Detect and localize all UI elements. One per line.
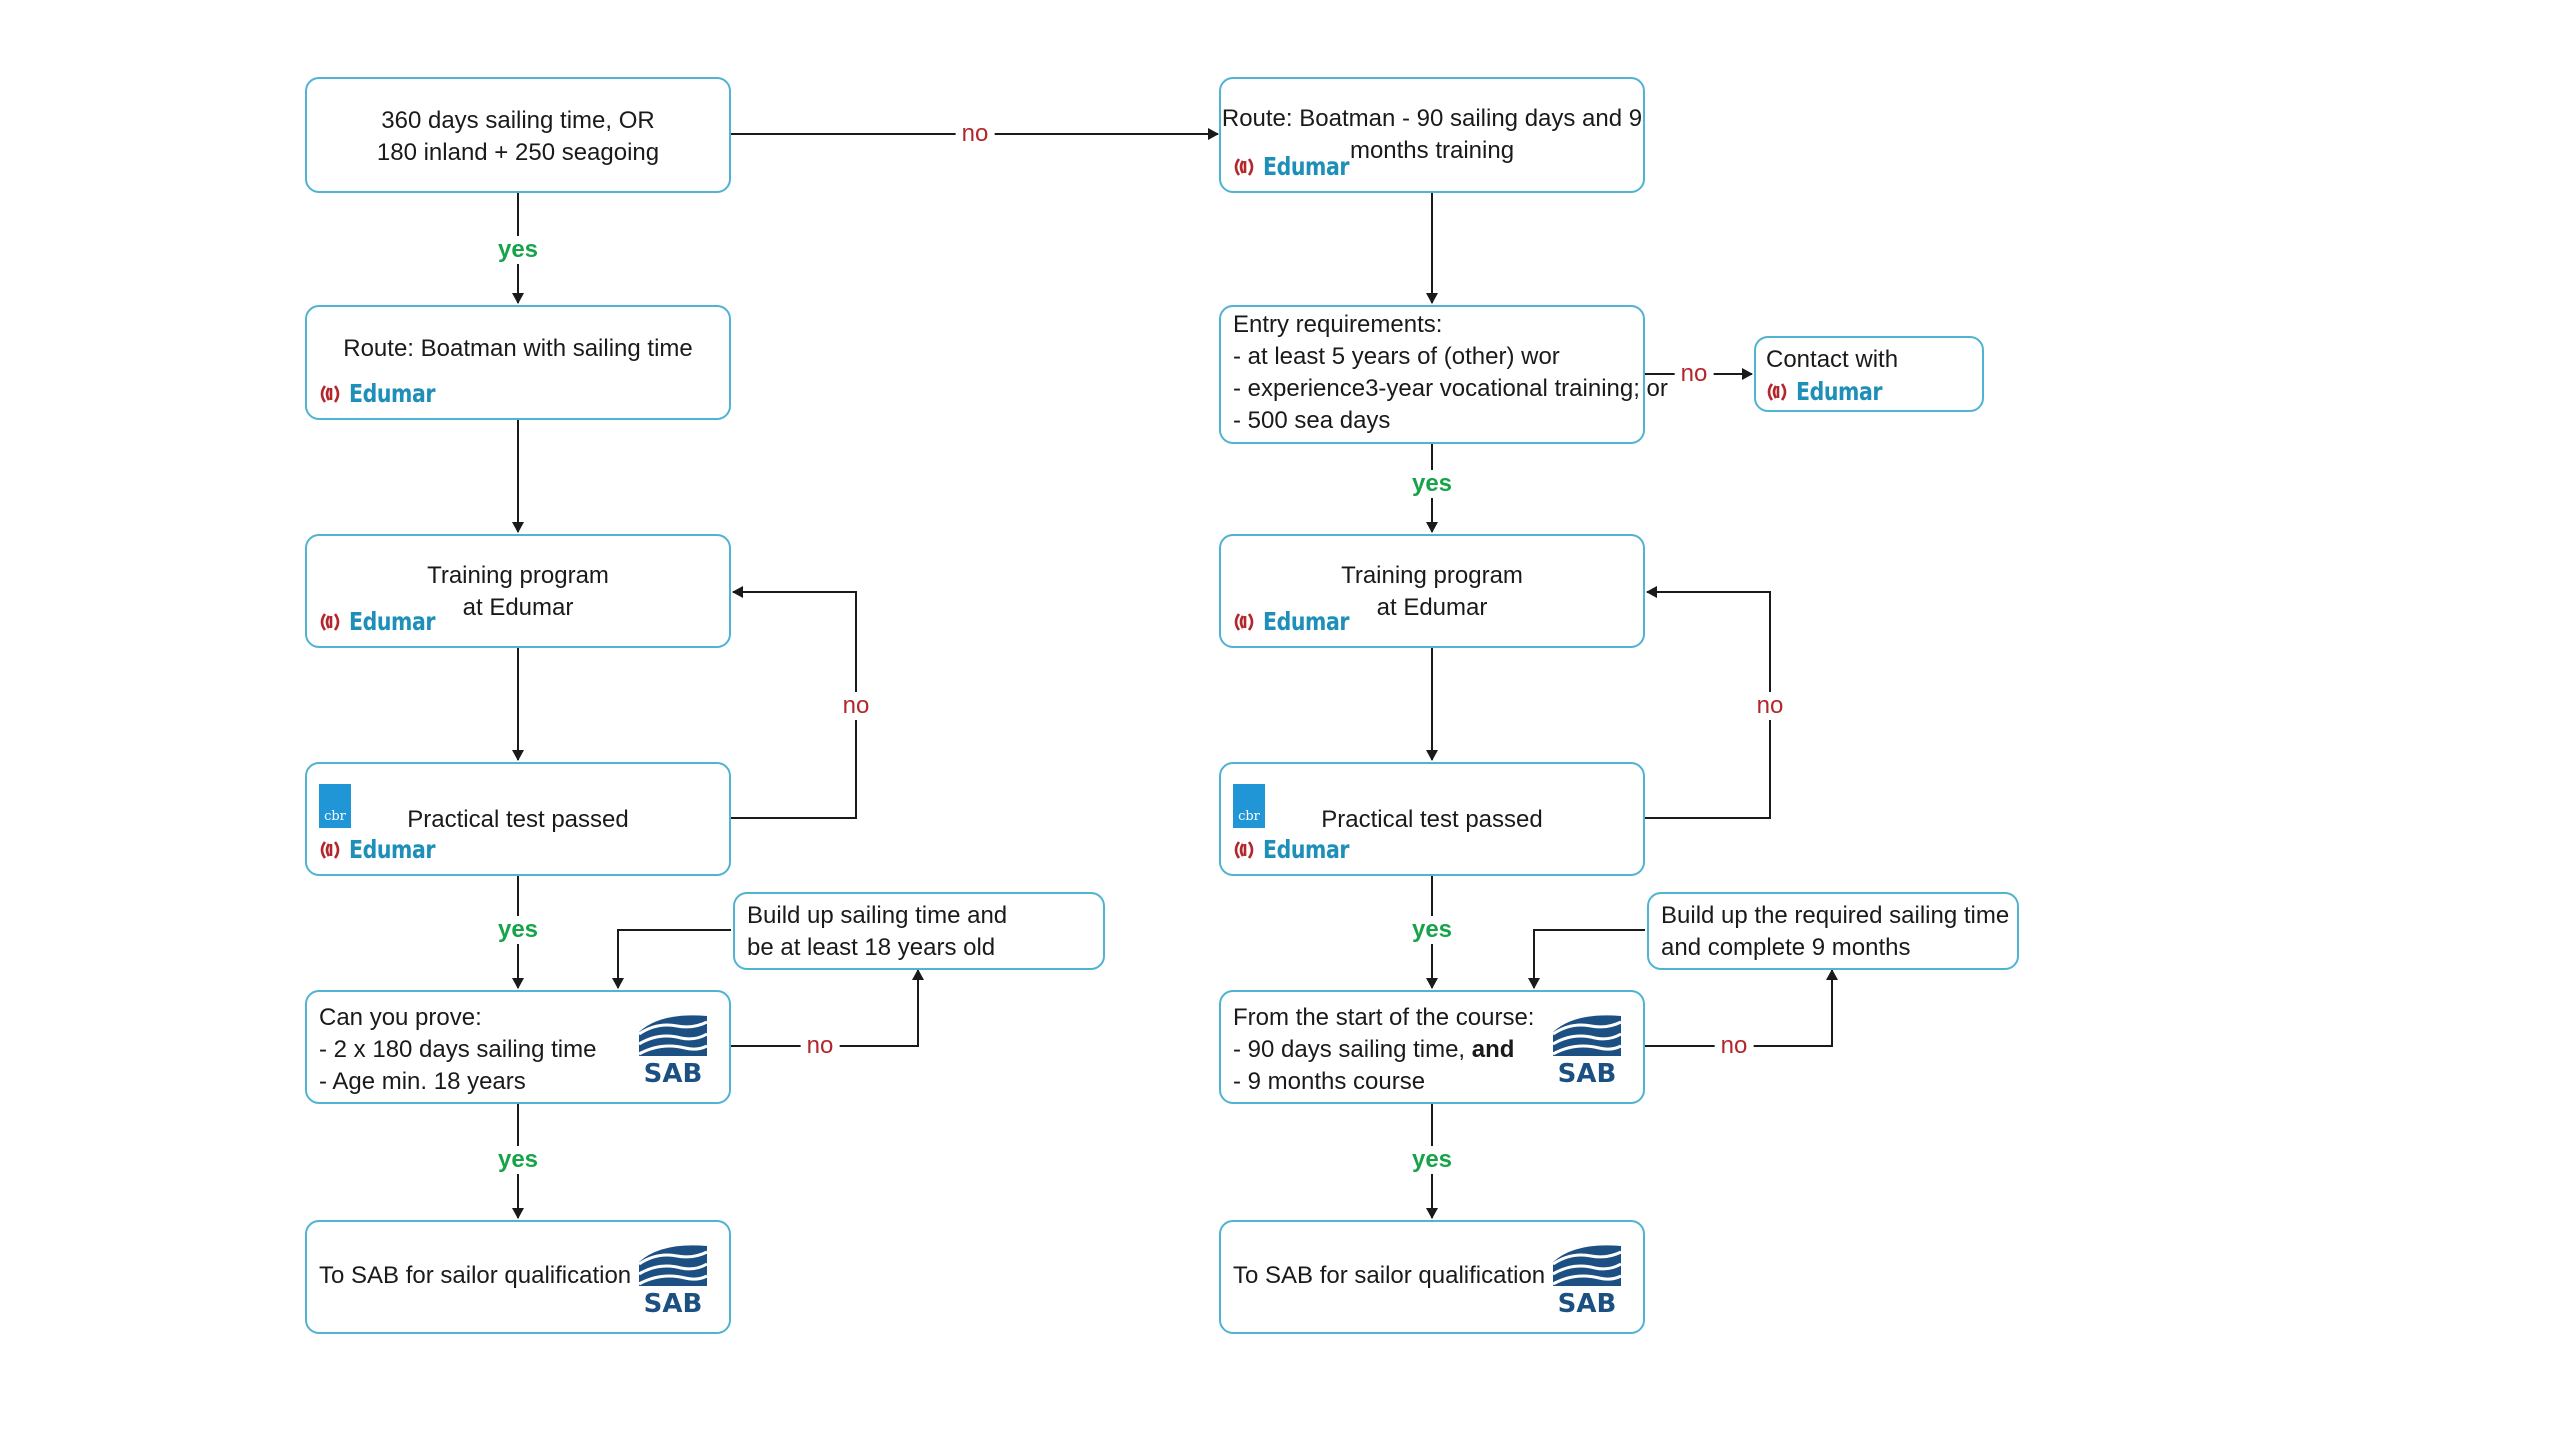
route-box-left: Route: Boatman with sailing time Edumar — [305, 305, 731, 420]
label-no: no — [800, 1032, 840, 1060]
sab-logo: SAB — [1552, 1015, 1622, 1084]
label-no: no — [836, 692, 876, 720]
arrow-prove-to-build-left — [731, 969, 924, 1047]
label-yes: yes — [1405, 916, 1459, 944]
arrow-course-to-build-right — [1645, 969, 1838, 1047]
label-no: no — [955, 120, 995, 148]
entry-line-3: - experience3-year vocational training; … — [1233, 375, 1668, 402]
sab-wordmark: SAB — [644, 1059, 703, 1084]
start-line-1: 360 days sailing time, OR — [381, 107, 655, 134]
training-left-line-2: at Edumar — [462, 594, 574, 621]
label-yes: yes — [1405, 1146, 1459, 1174]
arrow-build-to-course-right — [1528, 929, 1645, 989]
test-box-right: cbr Practical test passed Edumar — [1219, 762, 1645, 876]
training-box-left: Training program at Edumar Edumar — [305, 534, 731, 648]
sab-logo: SAB — [1552, 1245, 1622, 1314]
course-line-1: From the start of the course: — [1233, 1004, 1535, 1031]
route-right-line-2: months training — [1349, 137, 1515, 164]
contact-box: Contact with Edumar — [1754, 336, 1984, 412]
sab-logo: SAB — [638, 1015, 708, 1084]
result-right-text: To SAB for sailor qualification — [1233, 1262, 1546, 1289]
prove-box-left: Can you prove: - 2 x 180 days sailing ti… — [305, 990, 731, 1104]
build-left-line-2: be at least 18 years old — [747, 934, 996, 961]
label-no: no — [1714, 1032, 1754, 1060]
edumar-mark-icon — [320, 613, 340, 631]
entry-line-2: - at least 5 years of (other) wor — [1233, 343, 1560, 370]
edumar-mark-icon — [320, 385, 340, 403]
route-right-line-1: Route: Boatman - 90 sailing days and 9 — [1221, 105, 1643, 132]
edumar-logo: Edumar — [319, 834, 454, 866]
edumar-logo: Edumar — [319, 606, 454, 638]
label-yes: yes — [491, 236, 545, 264]
test-box-left: cbr Practical test passed Edumar — [305, 762, 731, 876]
build-right-line-2: and complete 9 months — [1661, 934, 1911, 961]
cbr-logo: cbr — [1233, 784, 1265, 828]
result-box-right: To SAB for sailor qualification SAB — [1219, 1220, 1645, 1334]
edumar-mark-icon — [1234, 613, 1254, 631]
route-box-right: Route: Boatman - 90 sailing days and 9 m… — [1219, 77, 1645, 193]
course-box-right: From the start of the course: - 90 days … — [1219, 990, 1645, 1104]
prove-left-line-1: Can you prove: — [319, 1004, 482, 1031]
sab-wordmark: SAB — [644, 1289, 703, 1314]
course-line-2-bold: and — [1471, 1036, 1515, 1063]
edumar-logo: Edumar — [319, 378, 454, 410]
sab-wordmark: SAB — [1558, 1289, 1617, 1314]
edumar-mark-icon — [320, 841, 340, 859]
entry-line-1: Entry requirements: — [1233, 311, 1443, 338]
edumar-logo: Edumar — [1233, 606, 1368, 638]
entry-box-right: Entry requirements: - at least 5 years o… — [1219, 305, 1668, 444]
build-left-line-1: Build up sailing time and — [747, 902, 1008, 929]
label-yes: yes — [491, 1146, 545, 1174]
start-line-2: 180 inland + 250 seagoing — [376, 139, 660, 166]
contact-text: Contact with — [1766, 346, 1899, 373]
cbr-wordmark: cbr — [1238, 809, 1260, 824]
course-line-2: - 90 days sailing time, and — [1233, 1034, 1534, 1066]
build-right-line-1: Build up the required sailing time — [1661, 902, 2010, 929]
edumar-logo: Edumar — [1766, 376, 1901, 408]
prove-left-line-3: - Age min. 18 years — [319, 1068, 526, 1095]
build-box-right: Build up the required sailing time and c… — [1647, 892, 2019, 970]
course-line-2-text: - 90 days sailing time, — [1233, 1036, 1472, 1063]
sab-logo: SAB — [638, 1245, 708, 1314]
edumar-wordmark: Edumar — [349, 379, 436, 408]
training-box-right: Training program at Edumar Edumar — [1219, 534, 1645, 648]
edumar-mark-icon — [1234, 158, 1254, 176]
cbr-logo: cbr — [319, 784, 351, 828]
result-left-text: To SAB for sailor qualification — [319, 1262, 632, 1289]
edumar-wordmark: Edumar — [349, 607, 436, 636]
edumar-logo: Edumar — [1233, 151, 1368, 183]
edumar-wordmark: Edumar — [1263, 152, 1350, 181]
start-box: 360 days sailing time, OR 180 inland + 2… — [305, 77, 731, 193]
result-box-left: To SAB for sailor qualification SAB — [305, 1220, 731, 1334]
training-left-line-1: Training program — [427, 562, 609, 589]
edumar-wordmark: Edumar — [349, 835, 436, 864]
training-right-line-2: at Edumar — [1376, 594, 1488, 621]
course-line-3: - 9 months course — [1233, 1068, 1426, 1095]
edumar-wordmark: Edumar — [1263, 607, 1350, 636]
label-yes: yes — [1405, 470, 1459, 498]
label-yes: yes — [491, 916, 545, 944]
edumar-mark-icon — [1234, 841, 1254, 859]
cbr-wordmark: cbr — [324, 809, 346, 824]
edumar-wordmark: Edumar — [1796, 377, 1883, 406]
edumar-mark-icon — [1767, 383, 1787, 401]
entry-line-4: - 500 sea days — [1233, 407, 1391, 434]
prove-left-line-2: - 2 x 180 days sailing time — [319, 1036, 597, 1063]
label-no: no — [1750, 692, 1790, 720]
build-box-left: Build up sailing time and be at least 18… — [733, 892, 1105, 970]
label-no: no — [1674, 360, 1714, 388]
arrow-build-to-prove-left — [612, 929, 731, 989]
test-left-text: Practical test passed — [407, 806, 629, 833]
test-right-text: Practical test passed — [1321, 806, 1543, 833]
route-left-text: Route: Boatman with sailing time — [343, 335, 693, 362]
edumar-wordmark: Edumar — [1263, 835, 1350, 864]
sab-wordmark: SAB — [1558, 1059, 1617, 1084]
edumar-logo: Edumar — [1233, 834, 1368, 866]
training-right-line-1: Training program — [1341, 562, 1523, 589]
